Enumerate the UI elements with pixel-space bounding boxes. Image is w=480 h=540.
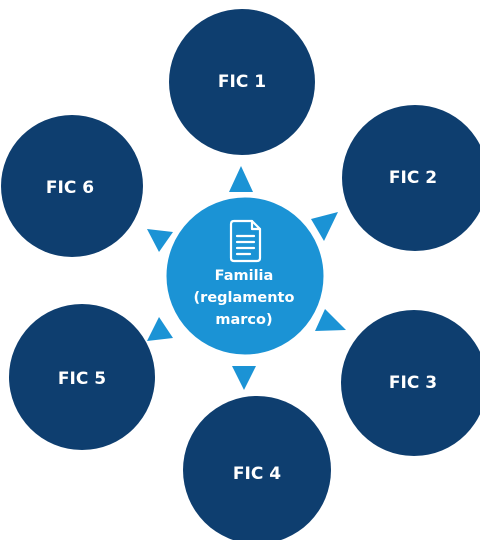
- node-fic-1: FIC 1: [169, 9, 315, 155]
- node-fic-3: FIC 3: [341, 310, 480, 456]
- arrow-to-fic-4: [232, 366, 256, 390]
- center-node: Familia (reglamento marco): [163, 194, 327, 358]
- arrow-to-fic-2: [311, 212, 338, 241]
- node-label: FIC 4: [233, 464, 281, 484]
- node-label: FIC 6: [46, 178, 94, 198]
- arrow-to-fic-3: [315, 309, 346, 331]
- arrow-to-fic-5: [147, 317, 173, 341]
- node-fic-5: FIC 5: [9, 304, 155, 450]
- arrows: [147, 166, 346, 390]
- center-label-line-3: marco): [215, 312, 272, 328]
- document-icon: [229, 219, 262, 263]
- node-fic-2: FIC 2: [342, 105, 480, 251]
- center-label-line-2: (reglamento: [194, 290, 295, 306]
- node-label: FIC 5: [58, 369, 106, 389]
- center-label-line-1: Familia: [215, 268, 274, 284]
- satellite-nodes: FIC 1 FIC 2 FIC 3 FIC 4 FIC 5 FIC 6: [1, 9, 480, 540]
- node-label: FIC 3: [389, 373, 437, 393]
- arrow-to-fic-1: [229, 166, 253, 192]
- node-fic-6: FIC 6: [1, 115, 143, 257]
- node-fic-4: FIC 4: [183, 396, 331, 540]
- node-label: FIC 2: [389, 168, 437, 188]
- node-label: FIC 1: [218, 72, 266, 92]
- arrow-to-fic-6: [147, 229, 173, 252]
